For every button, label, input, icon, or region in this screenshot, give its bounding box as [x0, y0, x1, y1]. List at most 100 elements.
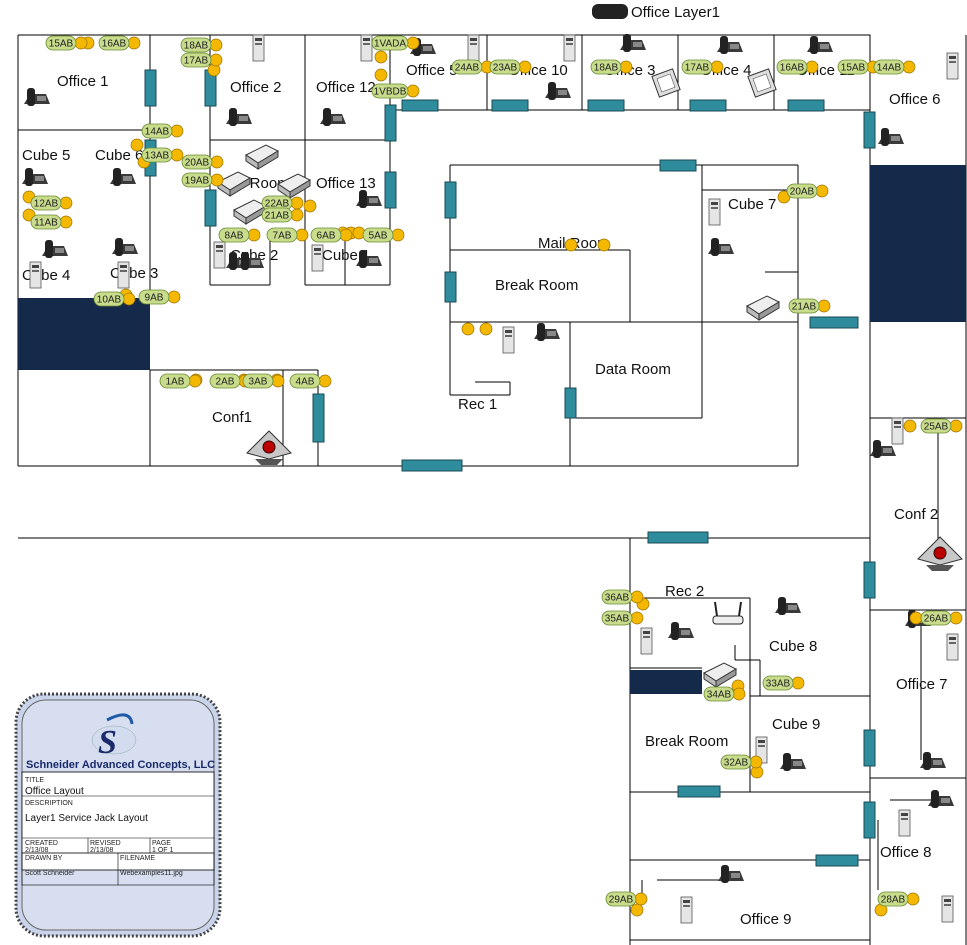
jack-13AB: 13AB [141, 147, 184, 163]
revised-label: REVISED [90, 840, 121, 847]
room-label: Office 7 [896, 676, 947, 693]
jack-badge [98, 35, 130, 51]
monitor-icon [747, 68, 777, 98]
door [204, 189, 217, 227]
jack-label: 13AB [145, 151, 170, 162]
jack-dot [479, 322, 493, 336]
computer-tower-icon [708, 198, 721, 226]
room-label: Cube 9 [772, 716, 820, 733]
jack-dot [210, 173, 224, 187]
jack-label: 7AB [273, 231, 292, 242]
room-label: Break Room [495, 277, 578, 294]
jack-18AB: 18AB [590, 59, 633, 75]
door [647, 531, 709, 544]
phone-icon [320, 108, 346, 126]
phone-icon [620, 34, 646, 52]
phone-icon [112, 238, 138, 256]
door [863, 729, 876, 767]
jack-label: 16AB [102, 39, 127, 50]
jack-dot [406, 36, 420, 50]
pillars [18, 165, 966, 694]
jack-label: 21AB [792, 302, 817, 313]
phone-icon [718, 865, 744, 883]
jack-26AB: 26AB [920, 610, 963, 626]
computer-tower-icon [941, 895, 954, 923]
jack-label: 2AB [216, 377, 235, 388]
door [564, 387, 577, 419]
room-label: Office 9 [740, 911, 791, 928]
jack-1AB: 1AB [159, 373, 202, 389]
pillar [870, 165, 966, 322]
jack-34AB: 34AB [703, 686, 746, 702]
jack-dot [949, 419, 963, 433]
door [689, 99, 727, 112]
description-label: DESCRIPTION [25, 800, 73, 807]
jack-badge [266, 227, 298, 243]
jack-dot [630, 903, 644, 917]
jack-label: 3AB [249, 377, 268, 388]
jack-label: 35AB [605, 614, 630, 625]
jack-badge [601, 610, 633, 626]
jack-label: 32AB [724, 758, 749, 769]
phone-icon [356, 250, 382, 268]
computer-tower-icon [360, 34, 373, 62]
computer-tower-icon [467, 34, 480, 62]
phone-icon [708, 238, 734, 256]
jack-dot [130, 138, 144, 152]
room-label: Office 12 [316, 79, 376, 96]
jack-dot [634, 892, 648, 906]
revised-value: 2/13/08 [90, 847, 113, 854]
jack-dot [461, 322, 475, 336]
jack-badge [180, 52, 212, 68]
jack-badge [877, 891, 909, 907]
title-block-frame: S Schneider Advanced Concepts, LLC TITLE… [14, 692, 222, 938]
jack-label: 23AB [493, 63, 518, 74]
speakerphone-icon [246, 430, 292, 465]
redacted-mark [592, 4, 628, 19]
room-label: Office 8 [880, 844, 931, 861]
phone-icon [22, 168, 48, 186]
jack-dot [630, 611, 644, 625]
phone-icon [356, 190, 382, 208]
jack-21AB: 21AB [261, 207, 304, 223]
door [144, 69, 157, 107]
title-value: Office Layout [25, 786, 84, 797]
jack-1VBDB: 1VBDB [371, 83, 420, 99]
computer-tower-icon [891, 417, 904, 445]
pillar [630, 670, 702, 694]
jack-badge [30, 195, 62, 211]
jack-dot [209, 38, 223, 52]
jack-badge [261, 207, 293, 223]
company-name: Schneider Advanced Concepts, LLC [26, 759, 215, 771]
room-label: Cube 7 [728, 196, 776, 213]
jack-badge [451, 59, 483, 75]
computer-tower-icon [29, 261, 42, 289]
jack-dot [903, 419, 917, 433]
door [809, 316, 859, 329]
phone-icon [110, 168, 136, 186]
jack-21AB: 21AB [788, 298, 831, 314]
computer-tower-icon [680, 896, 693, 924]
jack-label: 4AB [296, 377, 315, 388]
description-value: Layer1 Service Jack Layout [25, 813, 148, 824]
pillar [18, 298, 150, 370]
equipment-layer [22, 34, 963, 924]
jack-badge [681, 59, 713, 75]
jack-33AB: 33AB [762, 675, 805, 691]
door [863, 801, 876, 839]
monitor-icon [651, 68, 681, 98]
room-label: Cube 3 [110, 265, 158, 282]
phone-icon [545, 82, 571, 100]
jack-badge [920, 610, 952, 626]
room-label: Cube 5 [22, 147, 70, 164]
jack-badge [786, 183, 818, 199]
page-label: PAGE [152, 840, 171, 847]
door [677, 785, 721, 798]
jack-29AB: 29AB [605, 891, 648, 907]
computer-tower-icon [311, 244, 324, 272]
jack-badge [159, 373, 191, 389]
jack-badge [371, 83, 409, 99]
room-label: Rec 1 [458, 396, 497, 413]
jack-dot [710, 60, 724, 74]
